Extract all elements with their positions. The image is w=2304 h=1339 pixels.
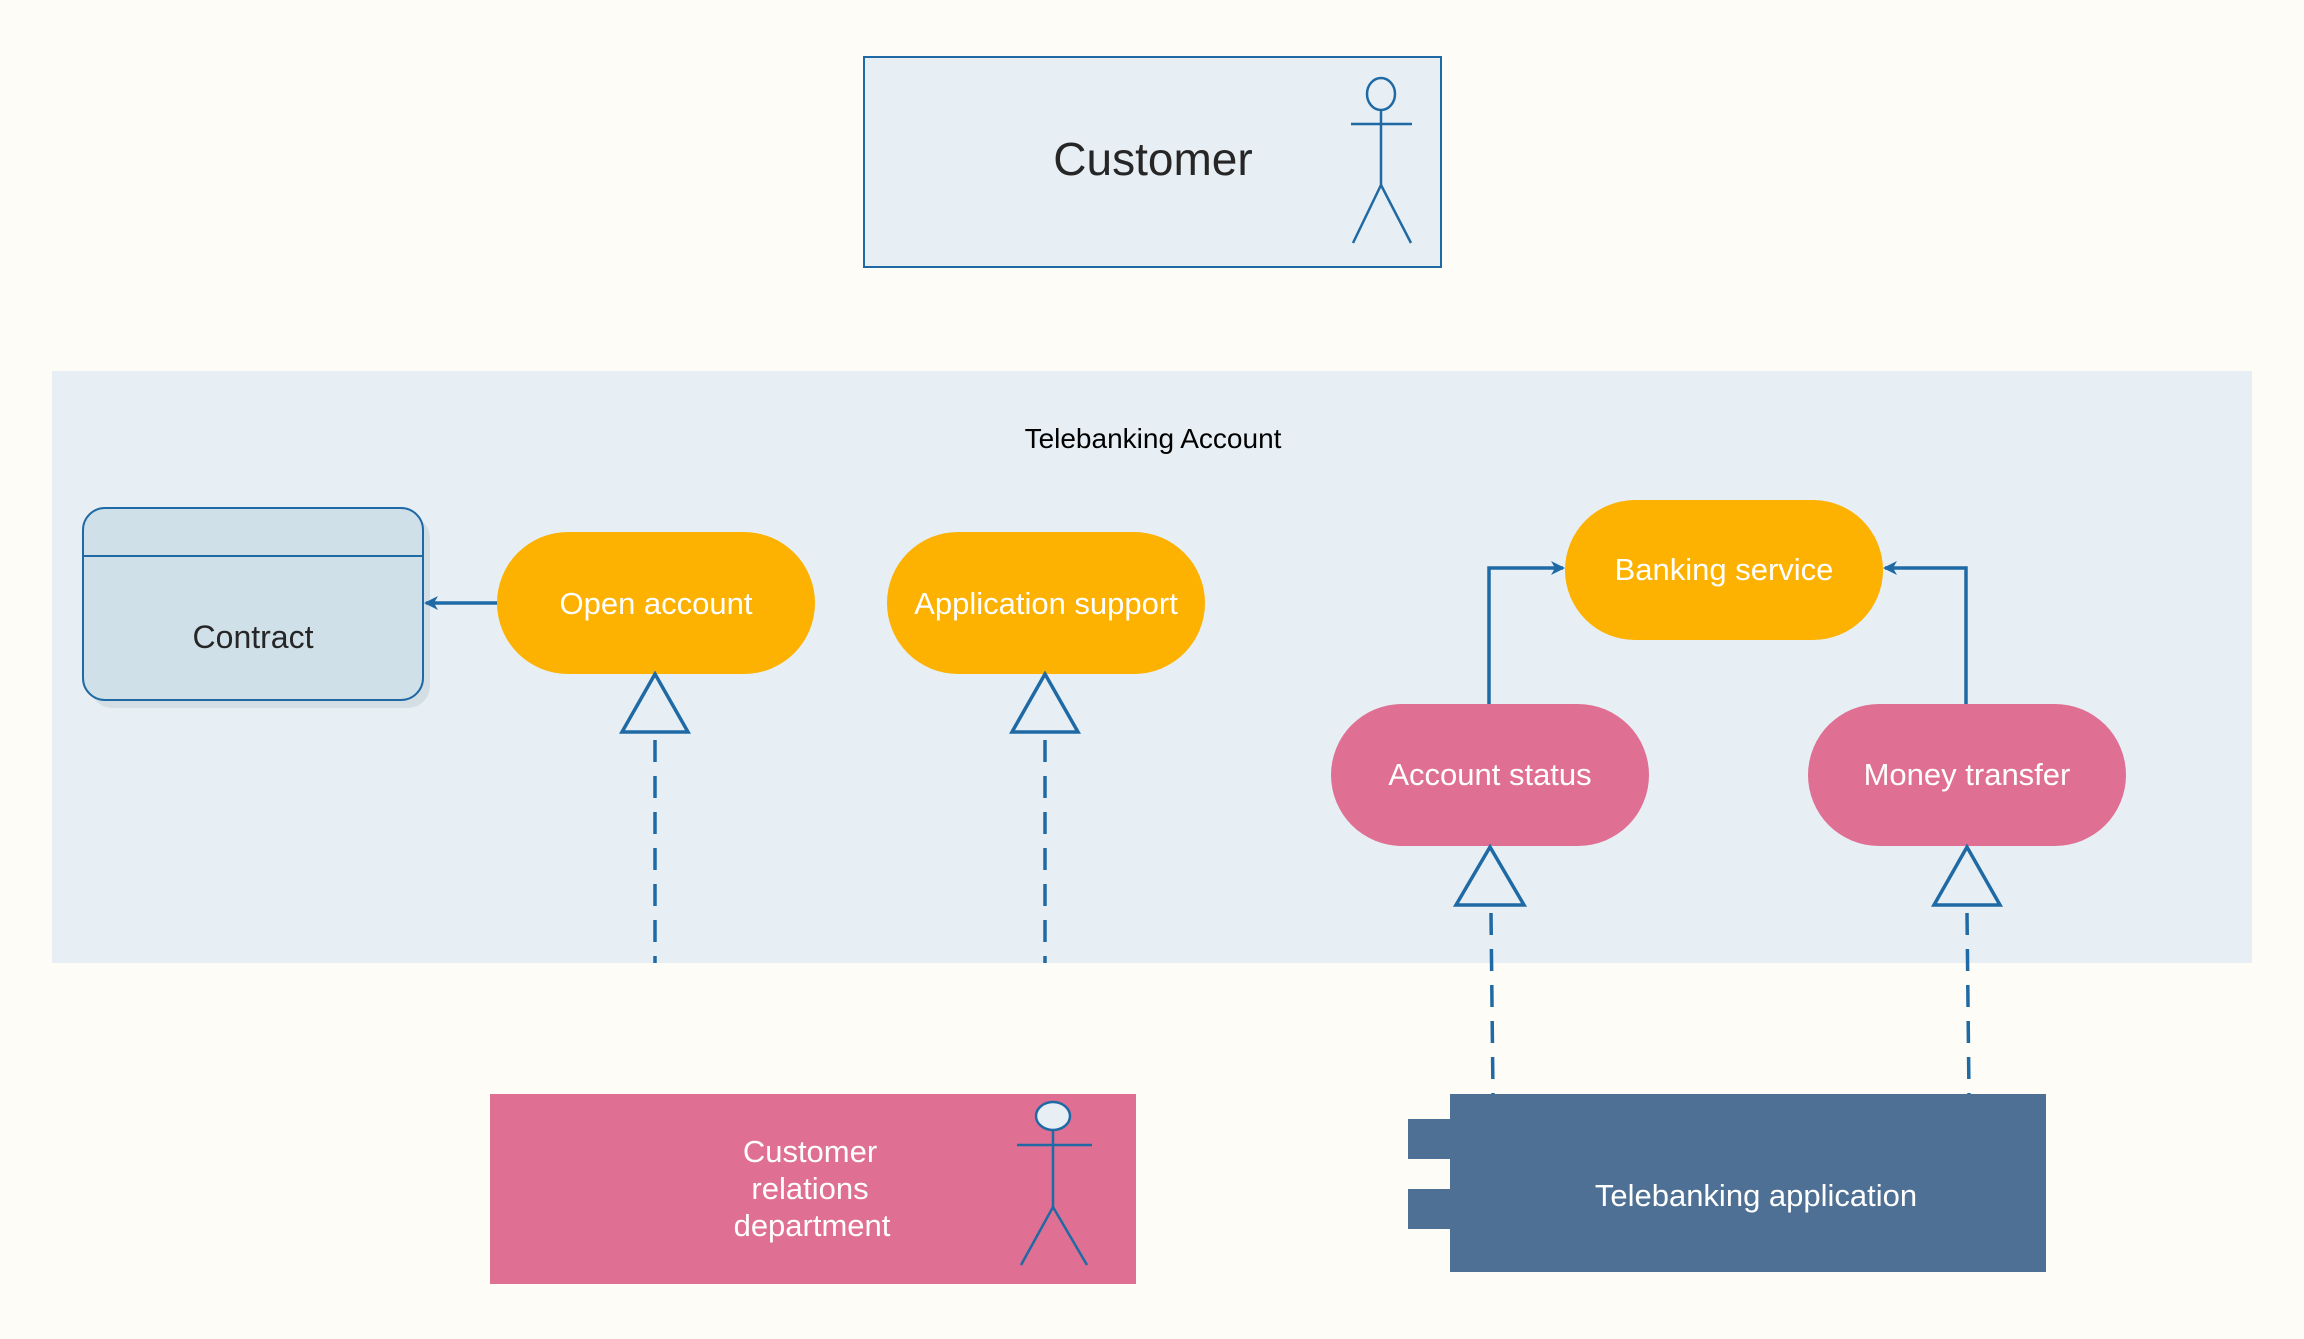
component-port-bottom: [1408, 1189, 1452, 1229]
realization-open-account: [618, 670, 692, 963]
telebanking-application-label: Telebanking application: [1595, 1178, 1917, 1213]
money-transfer-label: Money transfer: [1864, 757, 2071, 792]
telebanking-application-component[interactable]: Telebanking application: [1408, 1094, 2046, 1272]
customer-relations-actor-icon: [1017, 1100, 1092, 1266]
component-port-top: [1408, 1119, 1452, 1159]
realization-money-transfer: [1930, 843, 2004, 1096]
customer-relations-label-line-1: Customer: [743, 1134, 877, 1169]
money-transfer-usecase[interactable]: Money transfer: [1808, 704, 2126, 846]
banking-service-usecase[interactable]: Banking service: [1565, 500, 1883, 640]
customer-actor-box[interactable]: Customer: [863, 56, 1442, 268]
contract-label: Contract: [193, 619, 314, 655]
customer-relations-label-line-2: relations: [751, 1171, 868, 1206]
realization-application-support: [1008, 670, 1082, 963]
customer-actor-icon: [1351, 76, 1413, 244]
boundary-label: Telebanking Account: [1025, 423, 1282, 454]
account-status-usecase[interactable]: Account status: [1331, 704, 1649, 846]
open-account-usecase[interactable]: Open account: [497, 532, 815, 674]
customer-label: Customer: [1053, 133, 1252, 185]
open-account-label: Open account: [559, 586, 752, 621]
contract-box[interactable]: Contract: [82, 507, 430, 708]
banking-service-label: Banking service: [1615, 552, 1834, 587]
money-transfer-to-banking-arrow: [1883, 561, 1968, 704]
realization-account-status: [1452, 843, 1528, 1096]
application-support-usecase[interactable]: Application support: [887, 532, 1205, 674]
account-status-label: Account status: [1388, 757, 1591, 792]
customer-relations-label-line-3: department: [734, 1208, 891, 1243]
customer-relations-actor-box[interactable]: Customer relations department: [490, 1094, 1136, 1284]
account-status-to-banking-arrow: [1487, 561, 1565, 704]
application-support-label: Application support: [914, 586, 1178, 621]
